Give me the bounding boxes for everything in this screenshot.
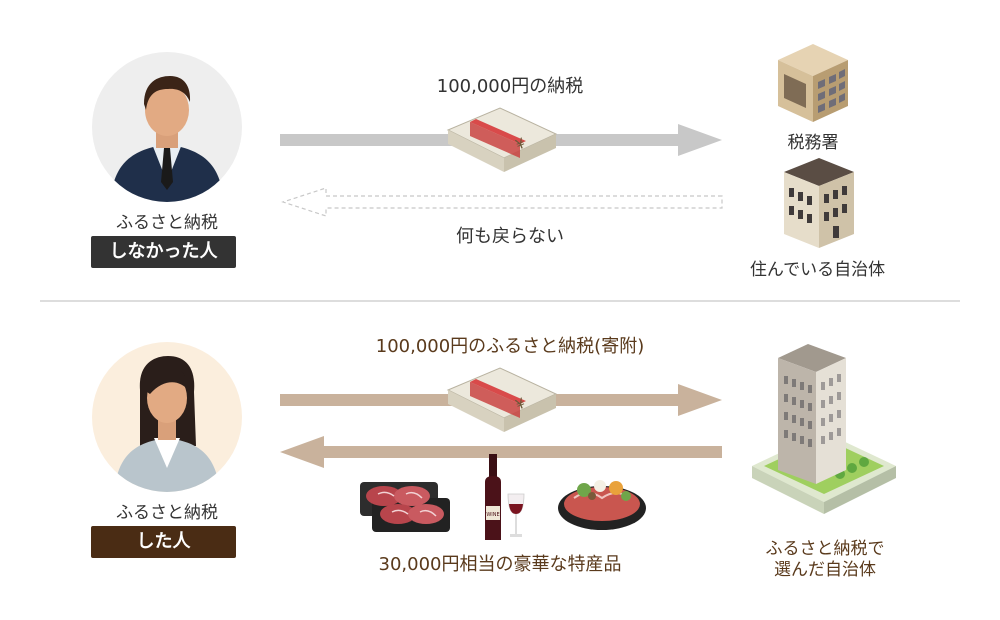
top-person-label: ふるさと納税 bbox=[116, 213, 218, 233]
bottom-person-badge: した人 bbox=[91, 526, 236, 558]
top-return-text: 何も戻らない bbox=[456, 226, 564, 247]
section-divider bbox=[40, 300, 960, 302]
bottom-arrow-text: 100,000円のふるさと納税(寄附) bbox=[375, 336, 645, 357]
money-bundle-icon: ¥ bbox=[446, 107, 558, 172]
money-bundle-icon: ¥ bbox=[446, 367, 558, 432]
top-arrow-text: 100,000円の納税 bbox=[436, 76, 584, 97]
wine-label-text: WINE bbox=[486, 512, 499, 518]
sukiyaki-pot-icon bbox=[558, 480, 646, 530]
businessman-icon bbox=[110, 76, 224, 202]
top-municipality-label: 住んでいる自治体 bbox=[749, 260, 886, 280]
woman-avatar bbox=[92, 342, 242, 492]
bottom-person-label: ふるさと納税 bbox=[116, 503, 218, 523]
tax-office-label: 税務署 bbox=[787, 133, 839, 153]
no-return-arrow bbox=[281, 187, 723, 217]
gift-return-arrow bbox=[280, 436, 722, 468]
wagyu-meat-icon bbox=[360, 482, 450, 532]
bottom-municipality-label-line1: ふるさと納税で bbox=[765, 539, 885, 559]
tax-office-building-icon bbox=[778, 44, 848, 122]
wine-bottle-icon: WINE bbox=[485, 454, 525, 540]
top-person-badge: しなかった人 bbox=[91, 236, 236, 268]
businesswoman-icon bbox=[114, 356, 220, 492]
gift-text: 30,000円相当の豪華な特産品 bbox=[378, 554, 622, 575]
man-avatar bbox=[92, 52, 242, 202]
municipal-building-icon bbox=[784, 158, 854, 248]
bottom-municipality-label-line2: 選んだ自治体 bbox=[774, 560, 876, 580]
chosen-municipality-building-icon bbox=[752, 344, 896, 514]
